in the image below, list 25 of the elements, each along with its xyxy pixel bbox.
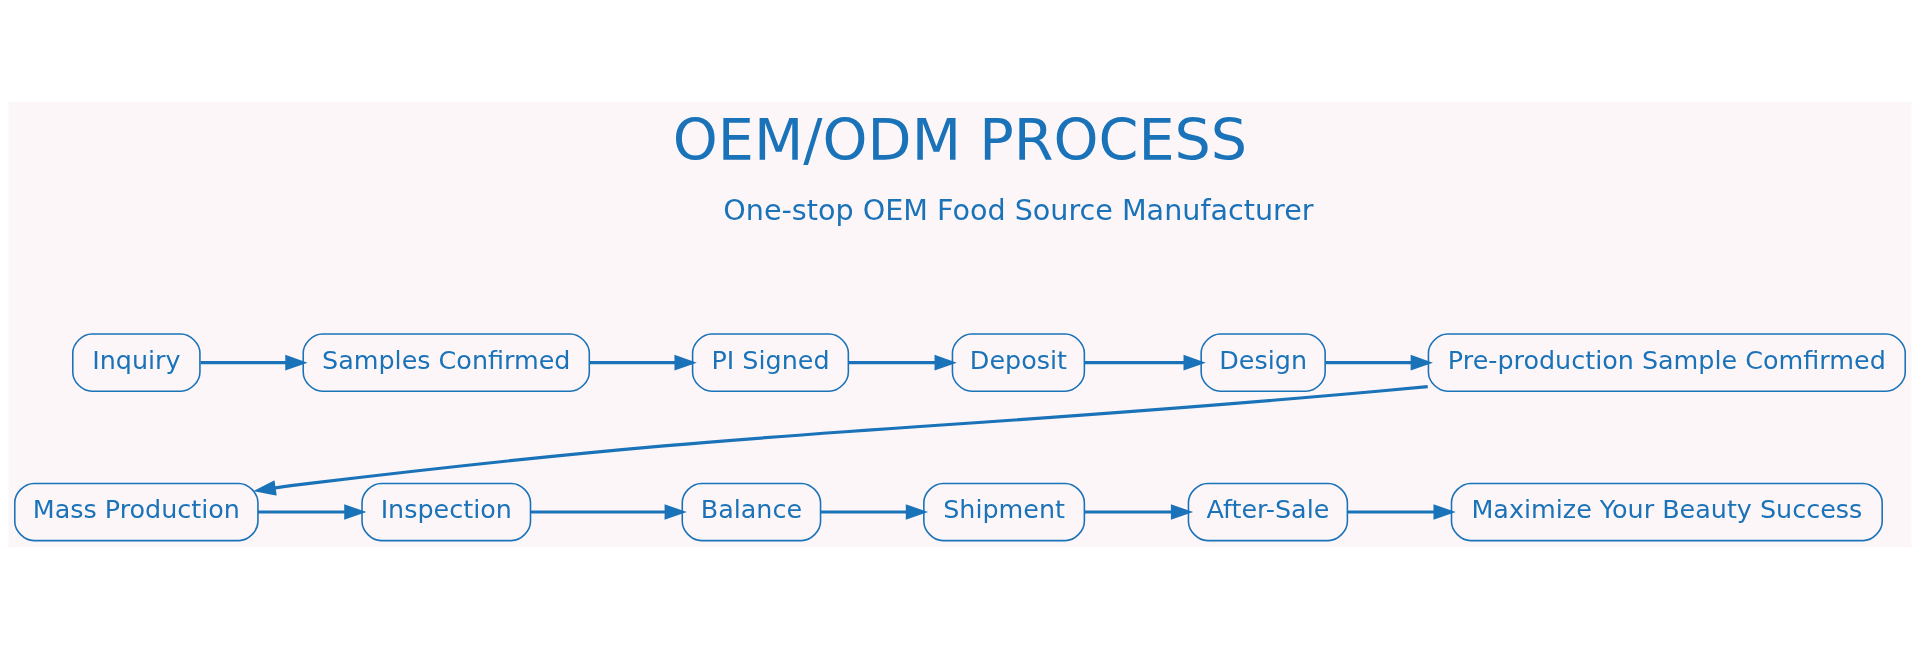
node-box: Inquiry [72,333,201,393]
arrow [530,504,687,520]
node-box: After-Sale [1187,482,1349,542]
arrow [1084,354,1206,371]
label: One-stop OEM Food Source Manufacturer [723,193,1314,228]
node-box: Pre-production Sample Comfirmed [1427,333,1907,393]
arrow [258,504,367,520]
node-box: Deposit [951,333,1086,393]
node-box: Shipment [923,482,1086,542]
diagram-title: OEM/ODM PROCESS [672,107,1248,174]
arrow [200,354,308,371]
arrow [253,385,1428,496]
node-box: Inspection [361,482,532,542]
arrow [1347,504,1456,520]
arrow [848,354,957,371]
node-box: Balance [681,482,822,542]
arrow [1084,504,1194,520]
node-box: Mass Production [13,482,259,542]
node-box: Maximize Your Beauty Success [1450,482,1883,542]
arrow [821,504,929,520]
arrow [1325,354,1433,371]
node-box: Design [1200,333,1326,393]
node-box: Samples Confirmed [302,333,591,393]
arrow [589,354,697,371]
node-box: PI Signed [691,333,850,393]
